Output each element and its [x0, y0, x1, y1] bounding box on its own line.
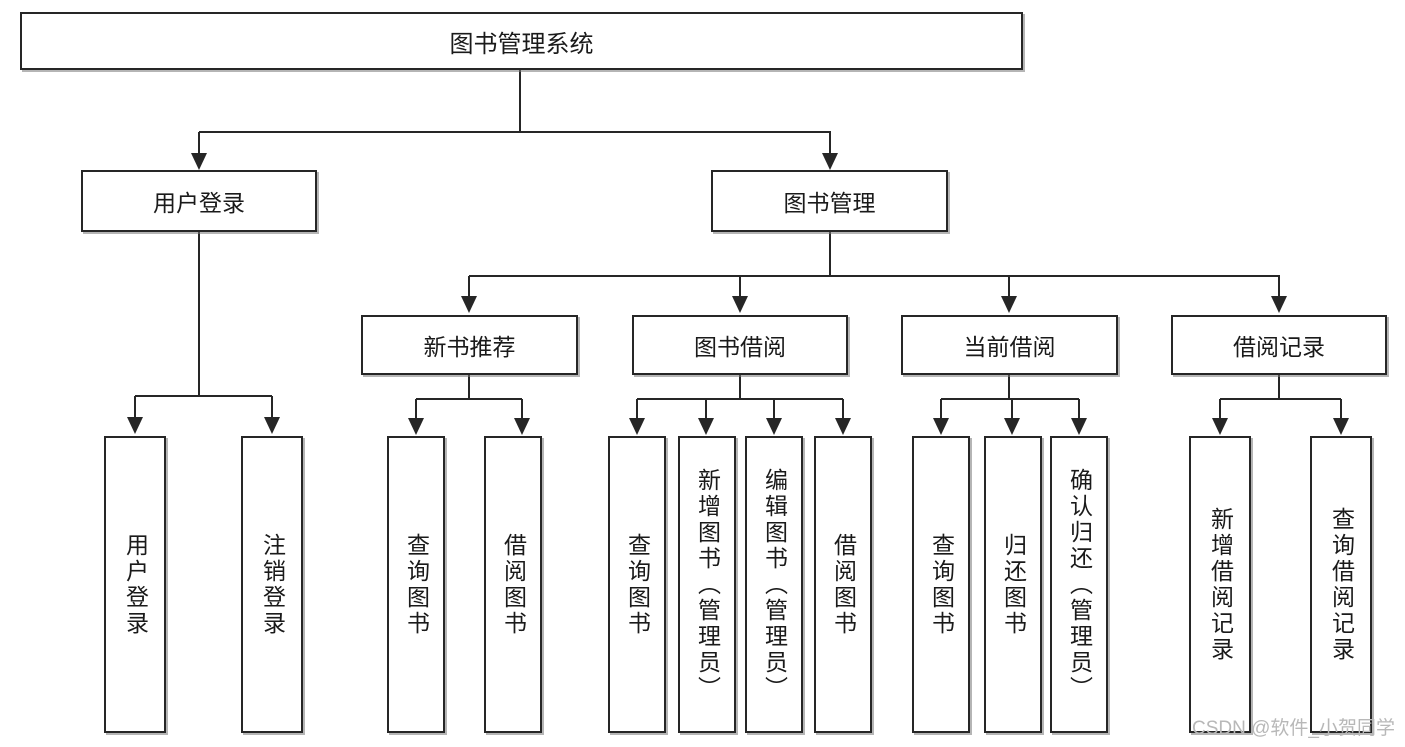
node-leaf-0-label: 用户登录 — [122, 532, 149, 637]
connector-drop-dangqian_drops-0 — [940, 399, 942, 418]
connector-arrowhead-jilu_drops-1 — [1333, 418, 1349, 435]
node-level3-0[interactable]: 新书推荐 — [361, 315, 578, 375]
node-level2-0-label: 用户登录 — [153, 190, 245, 216]
node-level3-1-label: 图书借阅 — [694, 334, 786, 360]
connector-drop-dangqian_drops-1 — [1011, 399, 1013, 418]
connector-arrowhead-jieyue_drops-0 — [629, 418, 645, 435]
node-leaf-8-label: 查询图书 — [928, 532, 955, 637]
node-leaf-2[interactable]: 查询图书 — [387, 436, 445, 733]
connector-bus-dangqian_bus — [941, 398, 1079, 400]
connector-drop-xinshu_drops-1 — [521, 399, 523, 418]
connector-arrowhead-xinshu_drops-0 — [408, 418, 424, 435]
node-leaf-5[interactable]: 新增图书（管理员） — [678, 436, 736, 733]
connector-bus-jieyue_bus — [637, 398, 843, 400]
connector-arrowhead-jilu_drops-0 — [1212, 418, 1228, 435]
connector-arrowhead-mgmt_drops-3 — [1271, 296, 1287, 313]
connector-drop-user_drops-0 — [134, 396, 136, 417]
node-leaf-3-label: 借阅图书 — [500, 532, 527, 637]
node-leaf-4-label: 查询图书 — [624, 532, 651, 637]
node-leaf-8[interactable]: 查询图书 — [912, 436, 970, 733]
node-leaf-3[interactable]: 借阅图书 — [484, 436, 542, 733]
node-leaf-10-label: 确认归还（管理员） — [1066, 467, 1093, 702]
connector-drop-dangqian_drops-2 — [1078, 399, 1080, 418]
connector-drop-mgmt_drops-2 — [1008, 276, 1010, 296]
connector-trunk-user_trunk — [198, 232, 200, 397]
node-leaf-7[interactable]: 借阅图书 — [814, 436, 872, 733]
node-leaf-11[interactable]: 新增借阅记录 — [1189, 436, 1251, 733]
node-leaf-2-label: 查询图书 — [403, 532, 430, 637]
node-leaf-5-label: 新增图书（管理员） — [694, 467, 721, 702]
connector-drop-xinshu_drops-0 — [415, 399, 417, 418]
connector-arrowhead-xinshu_drops-1 — [514, 418, 530, 435]
connector-arrowhead-root_drops-1 — [822, 153, 838, 170]
connector-arrowhead-jieyue_drops-1 — [698, 418, 714, 435]
node-level3-1[interactable]: 图书借阅 — [632, 315, 848, 375]
node-level3-3-label: 借阅记录 — [1233, 334, 1325, 360]
node-leaf-11-label: 新增借阅记录 — [1207, 506, 1234, 663]
connector-arrowhead-dangqian_drops-2 — [1071, 418, 1087, 435]
node-leaf-12-label: 查询借阅记录 — [1328, 506, 1355, 663]
connector-arrowhead-dangqian_drops-0 — [933, 418, 949, 435]
connector-arrowhead-jieyue_drops-3 — [835, 418, 851, 435]
node-leaf-10[interactable]: 确认归还（管理员） — [1050, 436, 1108, 733]
connector-arrowhead-mgmt_drops-0 — [461, 296, 477, 313]
connector-drop-mgmt_drops-1 — [739, 276, 741, 296]
connector-bus-root_bus — [199, 131, 831, 133]
connector-arrowhead-user_drops-0 — [127, 417, 143, 434]
connector-trunk-jieyue_trunk — [739, 375, 741, 400]
connector-trunk-dangqian_trunk — [1008, 375, 1010, 400]
connector-drop-jieyue_drops-1 — [705, 399, 707, 418]
connector-trunk-mgmt_trunk — [829, 232, 831, 277]
connector-arrowhead-dangqian_drops-1 — [1004, 418, 1020, 435]
connector-bus-jilu_bus — [1220, 398, 1341, 400]
node-leaf-9[interactable]: 归还图书 — [984, 436, 1042, 733]
node-leaf-6[interactable]: 编辑图书（管理员） — [745, 436, 803, 733]
node-leaf-12[interactable]: 查询借阅记录 — [1310, 436, 1372, 733]
connector-drop-jieyue_drops-2 — [773, 399, 775, 418]
node-leaf-1[interactable]: 注销登录 — [241, 436, 303, 733]
node-level2-1-label: 图书管理 — [783, 190, 876, 216]
node-leaf-4[interactable]: 查询图书 — [608, 436, 666, 733]
node-level3-0-label: 新书推荐 — [423, 334, 516, 360]
connector-trunk-xinshu_trunk — [468, 375, 470, 400]
connector-bus-user_bus — [135, 395, 272, 397]
connector-drop-root_drops-0 — [198, 132, 200, 153]
node-leaf-6-label: 编辑图书（管理员） — [761, 467, 788, 702]
connector-bus-xinshu_bus — [416, 398, 522, 400]
node-leaf-9-label: 归还图书 — [1000, 532, 1027, 637]
connector-trunk-jilu_trunk — [1278, 375, 1280, 400]
node-level3-3[interactable]: 借阅记录 — [1171, 315, 1387, 375]
connector-arrowhead-mgmt_drops-2 — [1001, 296, 1017, 313]
connector-arrowhead-mgmt_drops-1 — [732, 296, 748, 313]
node-level3-2[interactable]: 当前借阅 — [901, 315, 1118, 375]
node-level2-0[interactable]: 用户登录 — [81, 170, 317, 232]
connector-drop-user_drops-1 — [271, 396, 273, 417]
node-root-system-label: 图书管理系统 — [449, 30, 594, 58]
node-level3-2-label: 当前借阅 — [963, 334, 1056, 360]
connector-drop-jieyue_drops-0 — [636, 399, 638, 418]
connector-drop-jilu_drops-1 — [1340, 399, 1342, 418]
node-leaf-7-label: 借阅图书 — [830, 532, 857, 637]
connector-drop-mgmt_drops-3 — [1278, 276, 1280, 296]
connector-bus-mgmt_bus — [469, 275, 1280, 277]
connector-drop-jieyue_drops-3 — [842, 399, 844, 418]
connector-drop-root_drops-1 — [829, 132, 831, 153]
node-leaf-0[interactable]: 用户登录 — [104, 436, 166, 733]
connector-arrowhead-root_drops-0 — [191, 153, 207, 170]
connector-drop-jilu_drops-0 — [1219, 399, 1221, 418]
connector-trunk-root_trunk — [519, 70, 521, 133]
connector-arrowhead-user_drops-1 — [264, 417, 280, 434]
node-root-system[interactable]: 图书管理系统 — [20, 12, 1023, 70]
connector-arrowhead-jieyue_drops-2 — [766, 418, 782, 435]
node-level2-1[interactable]: 图书管理 — [711, 170, 948, 232]
connector-drop-mgmt_drops-0 — [468, 276, 470, 296]
node-leaf-1-label: 注销登录 — [259, 532, 286, 637]
